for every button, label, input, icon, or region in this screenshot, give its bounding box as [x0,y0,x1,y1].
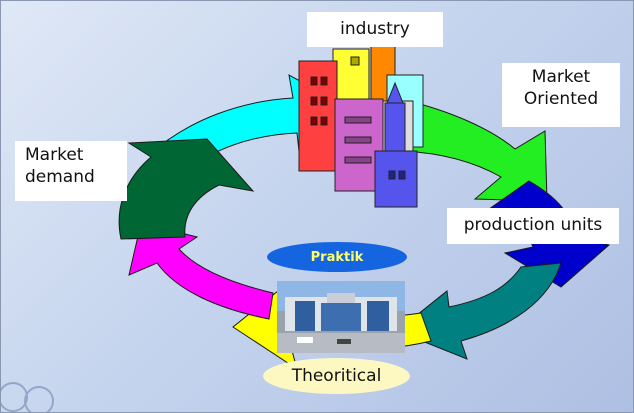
production-units-label: production units [447,208,619,244]
praktik-label: Praktik [310,249,364,265]
arrow-teal [396,262,562,360]
theoritical-label: Theoritical [291,366,382,386]
theoritical-oval: Theoritical [263,358,410,394]
campus-building-photo [277,281,405,353]
market-demand-line2: demand [25,167,95,187]
city-buildings-icon [298,32,424,208]
arrow-dark-green [118,138,255,240]
industry-label: industry [307,12,443,47]
market-demand-label: Market demand [15,141,127,201]
decorative-circles [1,382,54,412]
market-demand-line1: Market [25,145,84,165]
market-oriented-line1: Market [531,67,591,87]
market-oriented-label: Market Oriented [502,63,620,127]
market-oriented-line2: Oriented [523,89,599,109]
praktik-oval: Praktik [267,242,407,272]
